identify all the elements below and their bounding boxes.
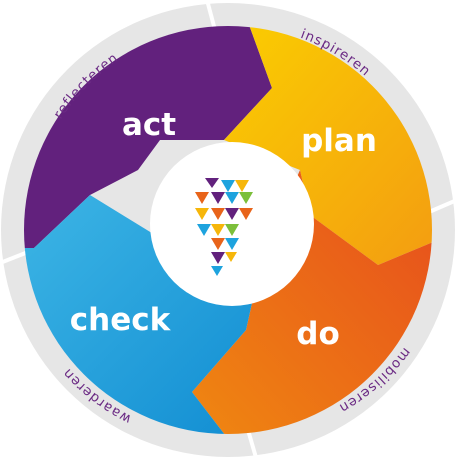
segment-label-plan: plan bbox=[301, 123, 377, 159]
segment-label-do: do bbox=[296, 316, 340, 352]
segment-label-act: act bbox=[122, 107, 176, 143]
p-logo-icon bbox=[195, 178, 253, 276]
segment-label-check: check bbox=[70, 302, 172, 338]
